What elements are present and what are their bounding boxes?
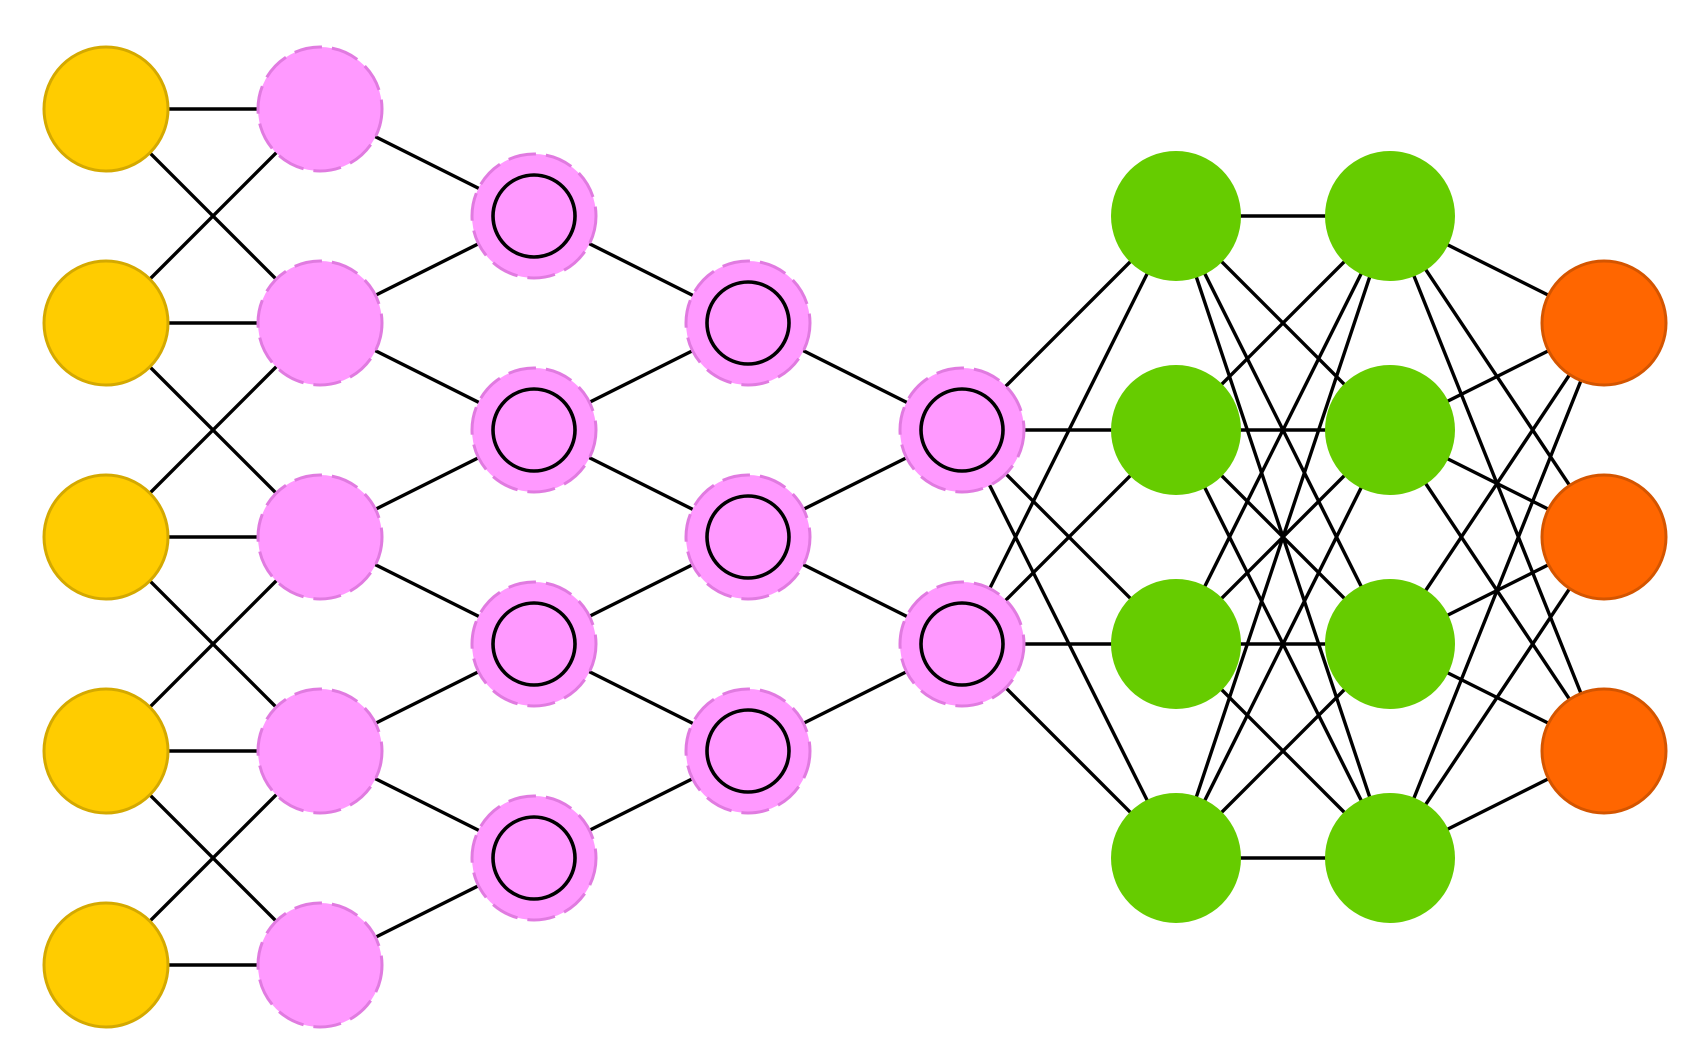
convolution-inner-ring (491, 601, 577, 687)
convolution-cell-node (470, 580, 598, 708)
edge-hidden1-hidden2 (1174, 215, 1392, 859)
kernel-node (256, 901, 384, 1029)
hidden-cell-node (1111, 579, 1241, 709)
kernel-node (256, 259, 384, 387)
hidden-cell-node (1325, 365, 1455, 495)
input-cell-node (42, 473, 170, 601)
convolution-inner-ring (919, 387, 1005, 473)
kernel-node (256, 473, 384, 601)
output-cell-node (1540, 473, 1668, 601)
convolution-inner-ring (491, 815, 577, 901)
convolution-cell-node (470, 794, 598, 922)
input-cell-node (42, 901, 170, 1029)
convolution-cell-node (470, 152, 598, 280)
input-cell-node (42, 687, 170, 815)
kernel-node (256, 45, 384, 173)
convolution-cell-node (898, 366, 1026, 494)
hidden-cell-node (1111, 365, 1241, 495)
output-cell-node (1540, 687, 1668, 815)
convolution-inner-ring (705, 708, 791, 794)
hidden-cell-node (1325, 151, 1455, 281)
hidden-cell-node (1325, 793, 1455, 923)
edge-conv3-hidden1 (960, 215, 1178, 645)
edge-hidden1-hidden2 (1174, 429, 1392, 859)
edge-hidden1-hidden2 (1174, 215, 1392, 645)
convolution-inner-ring (491, 387, 577, 473)
hidden-cell-node (1111, 793, 1241, 923)
convolution-cell-node (684, 259, 812, 387)
hidden-cell-node (1325, 579, 1455, 709)
output-cell-node (1540, 259, 1668, 387)
convolution-cell-node (470, 366, 598, 494)
kernel-node (256, 687, 384, 815)
convolution-inner-ring (491, 173, 577, 259)
hidden-cell-node (1111, 151, 1241, 281)
convolution-cell-node (684, 687, 812, 815)
convolution-inner-ring (705, 494, 791, 580)
convolution-inner-ring (919, 601, 1005, 687)
nodes-group (42, 45, 1668, 1029)
input-cell-node (42, 45, 170, 173)
input-cell-node (42, 259, 170, 387)
convolution-cell-node (684, 473, 812, 601)
convolution-inner-ring (705, 280, 791, 366)
convolution-cell-node (898, 580, 1026, 708)
edge-hidden2-output (1388, 322, 1606, 859)
